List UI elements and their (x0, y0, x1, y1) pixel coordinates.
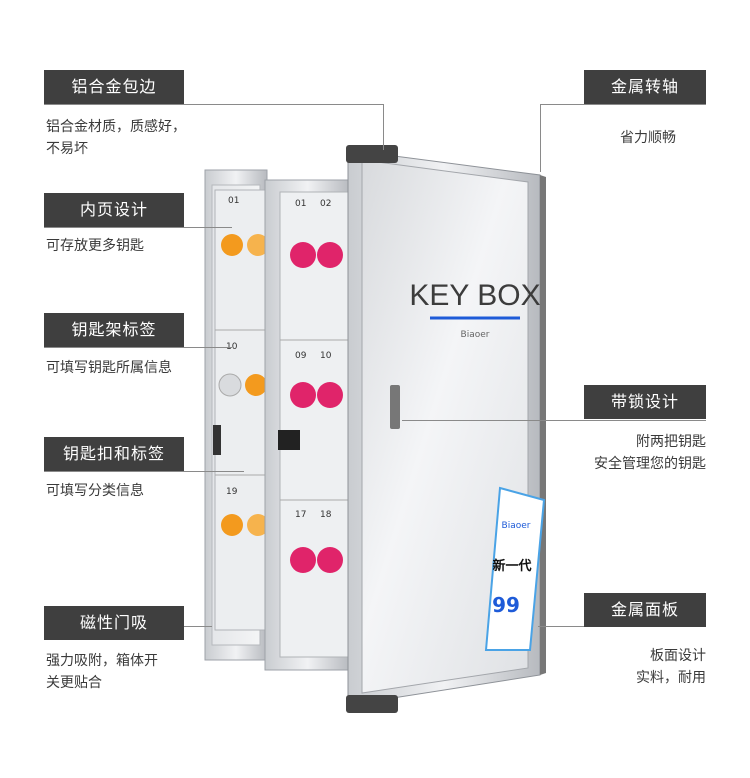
feature-desc-keychain-label: 可填写分类信息 (46, 483, 144, 499)
callout-line (383, 104, 384, 150)
hook-number: 17 (295, 510, 306, 520)
callout-line (44, 347, 232, 348)
feature-tag-keychain-label: 钥匙扣和标签 (44, 437, 184, 471)
hook-number: 09 (295, 351, 307, 361)
callout-line (540, 104, 541, 172)
brand-mark: Biaoer (461, 330, 490, 340)
hook-number: 02 (320, 199, 331, 209)
sticker-model: 新一代 (492, 558, 531, 574)
hook-number: 18 (320, 510, 332, 520)
feature-desc-magnetic-catch: 强力吸附，箱体开 关更贴合 (46, 653, 158, 691)
feature-desc-rack-label: 可填写钥匙所属信息 (46, 360, 172, 376)
callout-line (44, 104, 384, 105)
keybox-logo: KEY BOX (409, 279, 540, 312)
callout-line (402, 420, 706, 421)
hook-number: 01 (228, 196, 239, 206)
feature-desc-inner-page: 可存放更多钥匙 (46, 238, 144, 254)
callout-line (44, 471, 244, 472)
sticker-brand: Biaoer (502, 521, 531, 531)
feature-tag-lock: 带锁设计 (584, 385, 706, 419)
hook-number: 10 (320, 351, 332, 361)
feature-tag-rack-label: 钥匙架标签 (44, 313, 184, 347)
feature-tag-metal-panel: 金属面板 (584, 593, 706, 627)
feature-desc-metal-hinge: 省力顺畅 (620, 130, 676, 146)
feature-tag-metal-hinge: 金属转轴 (584, 70, 706, 104)
callout-line (44, 227, 232, 228)
hook-number: 19 (226, 487, 238, 497)
product-sticker (484, 486, 546, 651)
callout-line (540, 104, 706, 105)
feature-desc-lock: 附两把钥匙 安全管理您的钥匙 (594, 434, 706, 472)
feature-desc-metal-panel: 板面设计 实料，耐用 (636, 648, 706, 686)
feature-tag-inner-page: 内页设计 (44, 193, 184, 227)
hook-number: 01 (295, 199, 306, 209)
sticker-count: 99 (492, 593, 520, 617)
feature-desc-aluminum-edge: 铝合金材质，质感好， 不易坏 (46, 119, 186, 157)
front-panel (346, 145, 546, 713)
inner-page-1 (213, 189, 269, 631)
inner-page-2 (264, 179, 351, 671)
feature-tag-aluminum-edge: 铝合金包边 (44, 70, 184, 104)
feature-tag-magnetic-catch: 磁性门吸 (44, 606, 184, 640)
